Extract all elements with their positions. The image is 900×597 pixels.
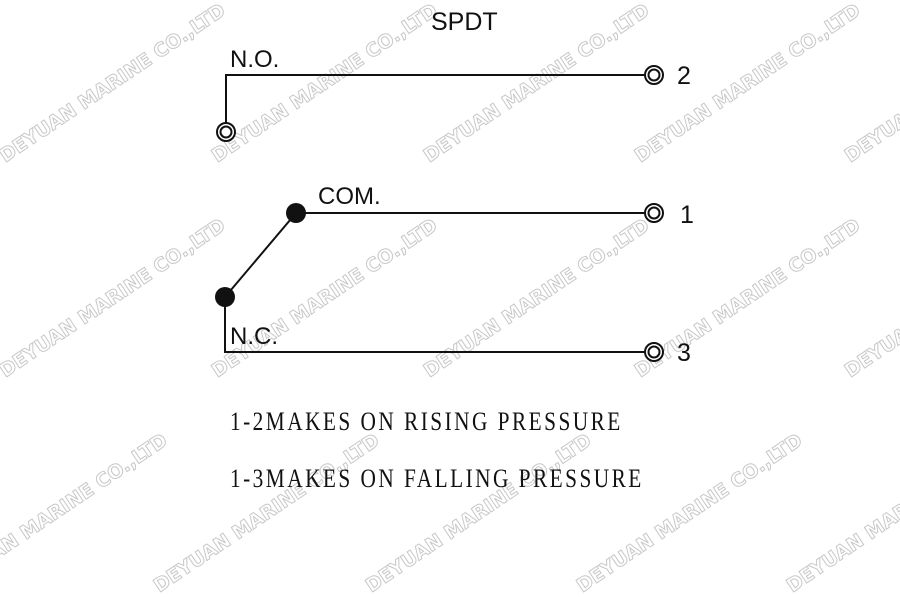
terminal-no-bottom-icon bbox=[216, 122, 236, 142]
nc-contact-dot-icon bbox=[215, 287, 235, 307]
label-normally-open: N.O. bbox=[230, 46, 280, 73]
terminal-label-1: 1 bbox=[680, 201, 694, 229]
com-contact-dot-icon bbox=[286, 203, 306, 223]
terminal-label-2: 2 bbox=[677, 62, 691, 90]
label-common: COM. bbox=[318, 183, 381, 210]
spdt-schematic bbox=[215, 65, 664, 362]
label-normally-closed: N.C. bbox=[230, 323, 278, 350]
nc-wire bbox=[224, 297, 645, 353]
note-falling-pressure: 1-3MAKES ON FALLING PRESSURE bbox=[230, 464, 644, 493]
terminal-1-icon bbox=[644, 203, 664, 223]
no-wire bbox=[225, 74, 645, 124]
diagram-title: SPDT bbox=[431, 8, 498, 36]
switch-arm bbox=[224, 212, 297, 298]
terminal-2-icon bbox=[644, 65, 664, 85]
terminal-3-icon bbox=[644, 342, 664, 362]
terminal-label-3: 3 bbox=[677, 339, 691, 367]
note-rising-pressure: 1-2MAKES ON RISING PRESSURE bbox=[230, 407, 623, 436]
